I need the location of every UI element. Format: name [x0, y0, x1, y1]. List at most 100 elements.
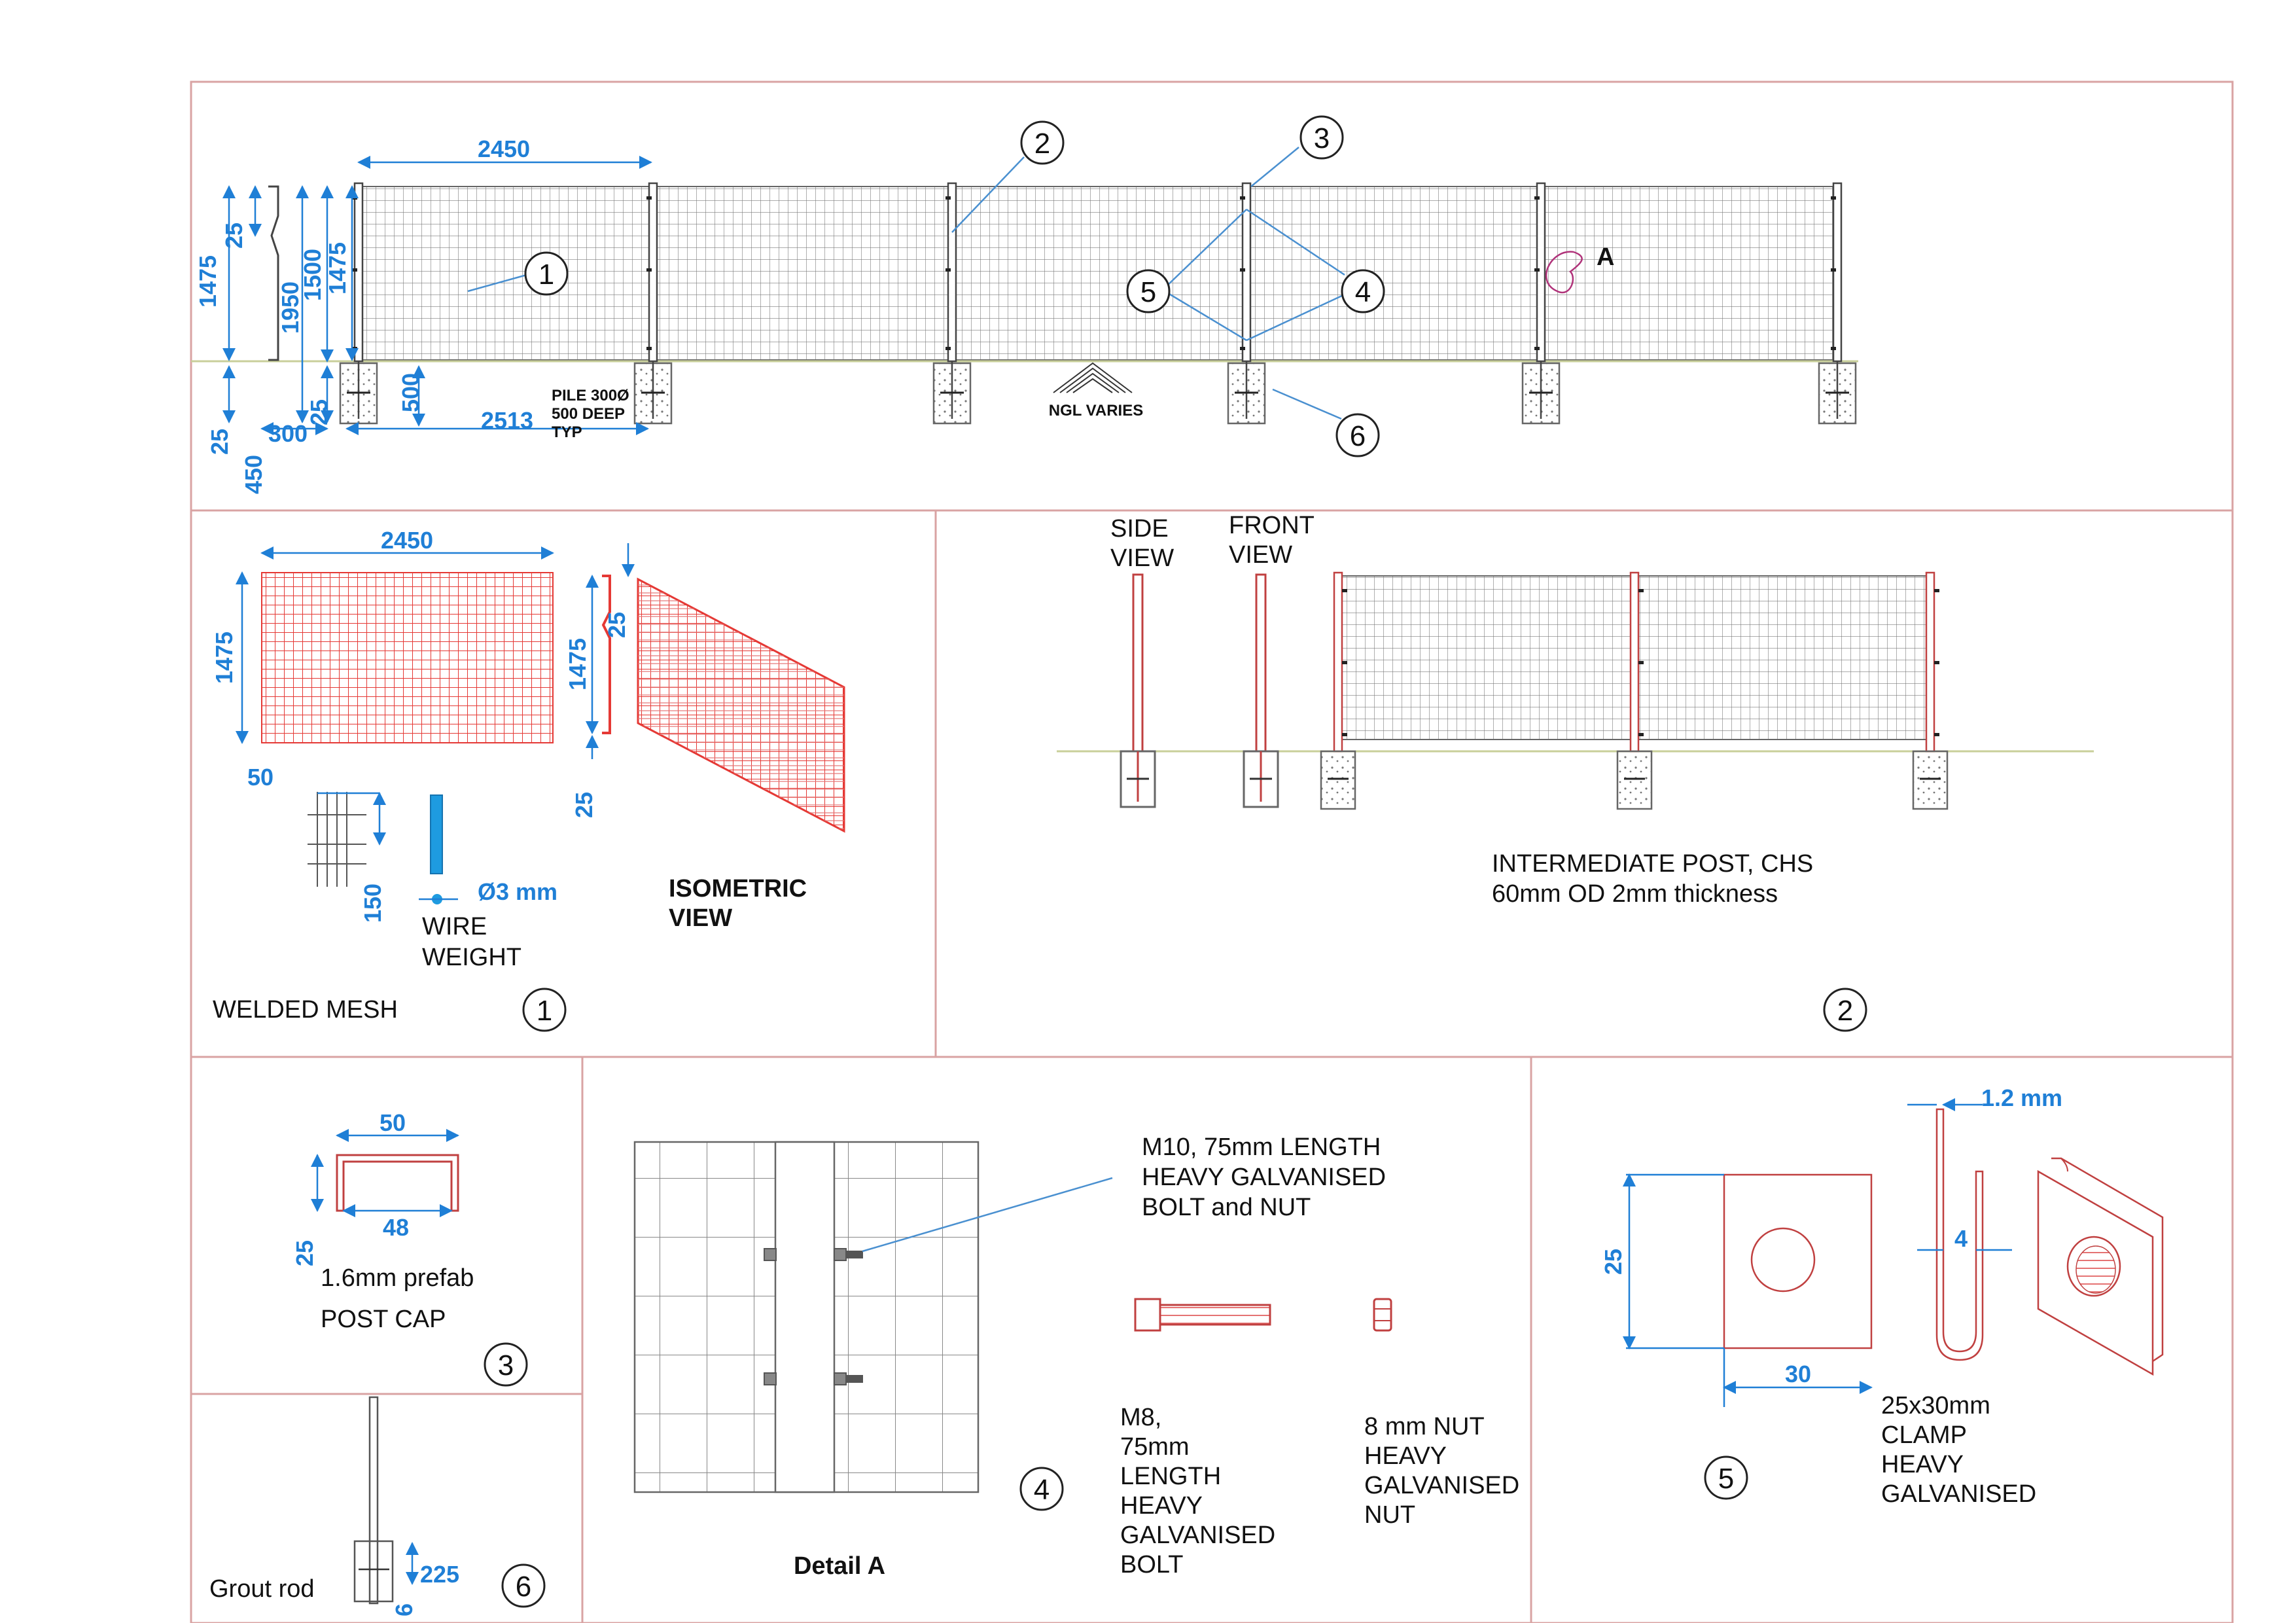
panel2-post	[1616, 571, 1653, 810]
elevation-foundation	[339, 361, 378, 425]
elevation-foundation	[1227, 361, 1266, 425]
panel-intermediate-post: SIDE VIEW FRONT VIEW INTERMEDIATE POST, …	[1057, 512, 2094, 1032]
iso-label-2: VIEW	[669, 904, 732, 932]
callout-4: 4	[1341, 269, 1385, 313]
dim-mesh-1475: 1475	[324, 242, 351, 294]
dim-overall: 1950	[277, 281, 304, 334]
svg-text:2: 2	[1837, 995, 1853, 1027]
svg-text:6: 6	[1350, 420, 1366, 452]
front-view-post	[1243, 573, 1279, 808]
cap-inner-dim: 48	[383, 1214, 409, 1241]
panel-2-number: 2	[1823, 988, 1867, 1032]
callout-1: 1	[524, 251, 569, 296]
iso-height-dim: 1475	[564, 638, 591, 690]
bolt-label-5: GALVANISED	[1120, 1522, 1275, 1549]
svg-text:3: 3	[498, 1349, 514, 1382]
dim-offset-300: 300	[268, 420, 308, 447]
mesh-width-dim: 2450	[381, 527, 433, 554]
svg-text:3: 3	[1314, 122, 1330, 154]
detail-a-bolts	[764, 1248, 863, 1385]
elevation-foundation	[1818, 361, 1857, 425]
bolt-label-2: 75mm	[1120, 1433, 1190, 1461]
bolt-label-3: LENGTH	[1120, 1463, 1221, 1490]
dim-1500: 1500	[299, 249, 326, 301]
panel-1-number: 1	[522, 988, 567, 1032]
panel-post-cap: 50 48 25 1.6mm prefab POST CAP 3	[291, 1109, 528, 1387]
mesh-spacing-detail	[308, 792, 366, 887]
svg-text:6: 6	[516, 1571, 531, 1603]
elevation-mesh	[358, 186, 1838, 361]
elevation-foundations	[339, 361, 1857, 425]
bolt-label-6: BOLT	[1120, 1551, 1183, 1578]
dim-depth-450: 450	[240, 455, 267, 494]
nut-label-2: HEAVY	[1364, 1442, 1447, 1470]
post-desc-1: INTERMEDIATE POST, CHS	[1492, 850, 1813, 878]
svg-text:4: 4	[1355, 276, 1371, 308]
panel-clamp: 25 30 1.2 mm 4 25x30mm CLAMP HEAVY GALVA…	[1600, 1084, 2164, 1508]
side-view-2: VIEW	[1110, 544, 1174, 572]
panel2-posts	[1320, 571, 1949, 810]
clamp-inner-dim: 4	[1954, 1225, 1968, 1252]
grout-post	[368, 1396, 379, 1605]
bolt-label-1: M8,	[1120, 1404, 1161, 1431]
welded-mesh-title: WELDED MESH	[213, 996, 398, 1024]
wire-bar	[430, 794, 443, 874]
dim-mesh-height: 1475	[194, 255, 221, 308]
bolt-drawing	[1134, 1298, 1271, 1332]
dim-centres: 2513	[481, 407, 533, 434]
clamp-height-dim: 25	[1600, 1249, 1627, 1275]
cap-note: 1.6mm prefab	[321, 1264, 474, 1292]
nut-label-4: NUT	[1364, 1501, 1415, 1529]
panel-5-number: 5	[1704, 1455, 1748, 1500]
panel-3-number: 3	[484, 1342, 528, 1387]
dim-pile-500: 500	[397, 373, 424, 412]
mesh-panel-front	[261, 572, 554, 743]
side-view-1: SIDE	[1110, 515, 1169, 543]
svg-text:2: 2	[1034, 128, 1050, 160]
front-view-1: FRONT	[1229, 512, 1315, 539]
panel2-post	[1912, 571, 1949, 810]
nut-drawing	[1373, 1298, 1392, 1332]
svg-text:5: 5	[1718, 1463, 1734, 1495]
elevation-foundation	[633, 361, 673, 425]
pile-note-line3: TYP	[552, 423, 582, 441]
clamp-isometric	[2037, 1157, 2164, 1376]
wire-label-2: WEIGHT	[422, 944, 521, 971]
clamp-thickness-dim: 1.2 mm	[1981, 1084, 2062, 1111]
callout-3: 3	[1299, 115, 1344, 160]
elevation-foundation	[1521, 361, 1561, 425]
wire-label-1: WIRE	[422, 913, 487, 940]
grout-width-dim: 6	[391, 1603, 417, 1616]
bolt-callout-3: BOLT and NUT	[1142, 1194, 1311, 1221]
svg-text:1: 1	[537, 995, 552, 1027]
callout-2: 2	[1020, 120, 1065, 165]
clamp-width-dim: 30	[1785, 1361, 1811, 1387]
dim-bottom-25: 25	[306, 399, 332, 425]
callout-5: 5	[1126, 269, 1171, 313]
iso-label-1: ISOMETRIC	[669, 875, 807, 902]
nut-label-3: GALVANISED	[1364, 1472, 1519, 1499]
fence-elevation: 2 450 1475 25 1950 1500 1475 25 25 500 30…	[191, 115, 1858, 494]
cap-title: POST CAP	[321, 1306, 446, 1333]
detail-a-post	[774, 1141, 836, 1493]
svg-text:4: 4	[1034, 1474, 1050, 1506]
side-view-post	[1120, 573, 1156, 808]
panel2-post	[1320, 571, 1356, 810]
detail-a-label: A	[1597, 243, 1614, 271]
detail-a-title: Detail A	[794, 1552, 885, 1580]
mesh-side-profile	[601, 575, 611, 734]
panel-detail-a: M10, 75mm LENGTH HEAVY GALVANISED BOLT a…	[633, 1133, 1519, 1580]
dim-gap-25: 25	[206, 429, 233, 455]
spacing-150-dim: 150	[359, 883, 386, 923]
pile-note-line2: 500 DEEP	[552, 405, 625, 423]
bolt-callout-2: HEAVY GALVANISED	[1142, 1164, 1386, 1191]
grout-label: Grout rod	[209, 1575, 315, 1603]
clamp-label-4: GALVANISED	[1881, 1480, 2036, 1508]
post-desc-2: 60mm OD 2mm thickness	[1492, 880, 1778, 908]
iso-bottom-dim: 25	[571, 792, 597, 818]
ngl-symbol	[1053, 362, 1133, 393]
dim-top-25: 25	[221, 223, 247, 249]
nut-label-1: 8 mm NUT	[1364, 1413, 1485, 1440]
callout-6: 6	[1335, 413, 1380, 457]
